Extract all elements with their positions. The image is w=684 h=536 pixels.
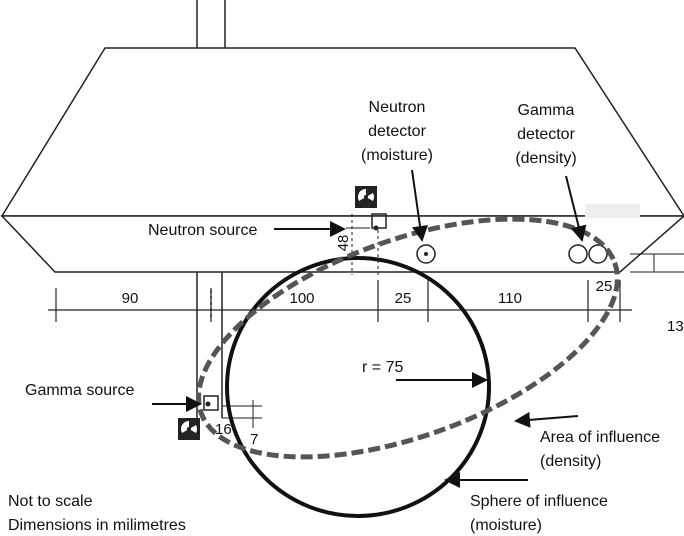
gauge-housing-base — [0, 215, 684, 273]
svg-text:(density): (density) — [540, 453, 601, 470]
svg-text:Area of influence: Area of influence — [540, 429, 660, 446]
svg-text:(density): (density) — [515, 150, 576, 167]
svg-text:Sphere of influence: Sphere of influence — [470, 493, 608, 510]
neutron-detector-symbol — [416, 244, 436, 264]
svg-text:(moisture): (moisture) — [361, 147, 433, 164]
dim-90: 90 — [122, 290, 139, 307]
neutron-source-point — [373, 225, 379, 231]
neutron-detector-label: Neutron detector (moisture) — [361, 99, 433, 164]
gamma-source-label: Gamma source — [25, 382, 134, 399]
radiation-trefoil-icon — [178, 418, 200, 440]
dim-13: 13 — [667, 318, 684, 335]
sphere-of-influence-circle — [225, 256, 491, 518]
gamma-source-box — [203, 395, 219, 411]
dim-100: 100 — [289, 290, 314, 307]
dim-25b: 25 — [596, 278, 613, 295]
dim-25a: 25 — [395, 290, 412, 307]
neutron-source-box — [371, 213, 387, 229]
radiation-trefoil-icon — [355, 186, 377, 208]
gauge-housing-top — [0, 47, 684, 217]
area-of-influence-label: Area of influence (density) — [540, 429, 660, 470]
gamma-detector-label: Gamma detector (density) — [515, 102, 576, 167]
diagram-notes: Not to scale Dimensions in milimetres — [8, 493, 186, 534]
dim-110: 110 — [498, 290, 522, 307]
svg-text:detector: detector — [368, 123, 426, 140]
svg-text:detector: detector — [517, 126, 575, 143]
radius-label: r = 75 — [362, 359, 403, 376]
svg-text:Not to scale: Not to scale — [8, 493, 93, 510]
dim-48-guides — [346, 214, 379, 275]
handle-rod — [196, 0, 226, 48]
base-highlight — [585, 204, 640, 218]
sphere-of-influence-label: Sphere of influence (moisture) — [470, 493, 608, 534]
dim-48: 48 — [335, 235, 352, 252]
dim-16: 16 — [215, 421, 232, 438]
svg-text:(moisture): (moisture) — [470, 517, 542, 534]
svg-text:Dimensions in milimetres: Dimensions in milimetres — [8, 517, 186, 534]
dim-7: 7 — [250, 431, 258, 448]
neutron-source-label: Neutron source — [148, 222, 257, 239]
gamma-detector-symbol — [568, 244, 608, 264]
gamma-source-point — [205, 401, 211, 407]
dim-13-guides — [630, 253, 684, 273]
svg-text:Gamma: Gamma — [518, 102, 575, 119]
leader-arrows — [152, 169, 587, 488]
svg-text:Neutron: Neutron — [369, 99, 426, 116]
dimension-ticks — [55, 280, 621, 322]
